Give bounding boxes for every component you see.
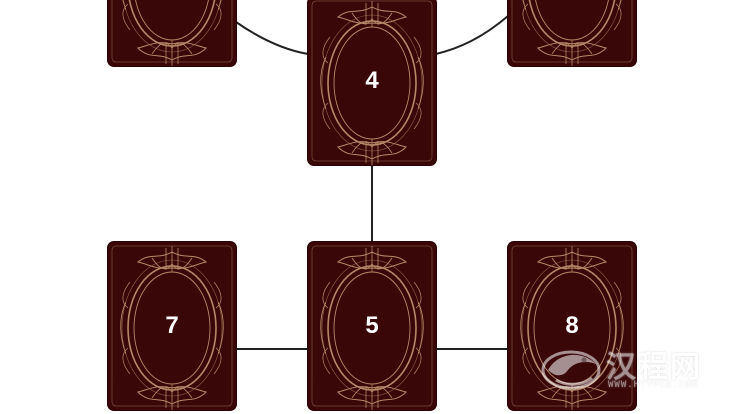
card-number-8: 8	[565, 312, 579, 339]
connector-tl-to-4	[235, 21, 309, 55]
card-ornament	[311, 245, 433, 410]
dragon-logo-icon	[541, 350, 601, 390]
card-number-7: 7	[165, 312, 179, 339]
connector-tr-to-4	[435, 15, 509, 55]
card-ornament	[511, 0, 633, 66]
tarot-card-top-left	[108, 0, 236, 66]
card-number-4: 4	[365, 67, 379, 94]
watermark-url: WWW.HTTPCN.COM	[608, 380, 698, 390]
tarot-card-5: 5	[308, 242, 436, 410]
tarot-card-4: 4	[308, 0, 436, 165]
card-ornament	[111, 245, 233, 410]
card-ornament	[311, 0, 433, 165]
tarot-card-7: 7	[108, 242, 236, 410]
tarot-card-top-right	[508, 0, 636, 66]
watermark-text: 汉程网	[606, 350, 702, 385]
card-number-5: 5	[365, 312, 379, 339]
card-ornament	[111, 0, 233, 66]
tarot-card-8: 8	[508, 242, 636, 410]
site-watermark: 汉程网 WWW.HTTPCN.COM	[536, 338, 726, 396]
